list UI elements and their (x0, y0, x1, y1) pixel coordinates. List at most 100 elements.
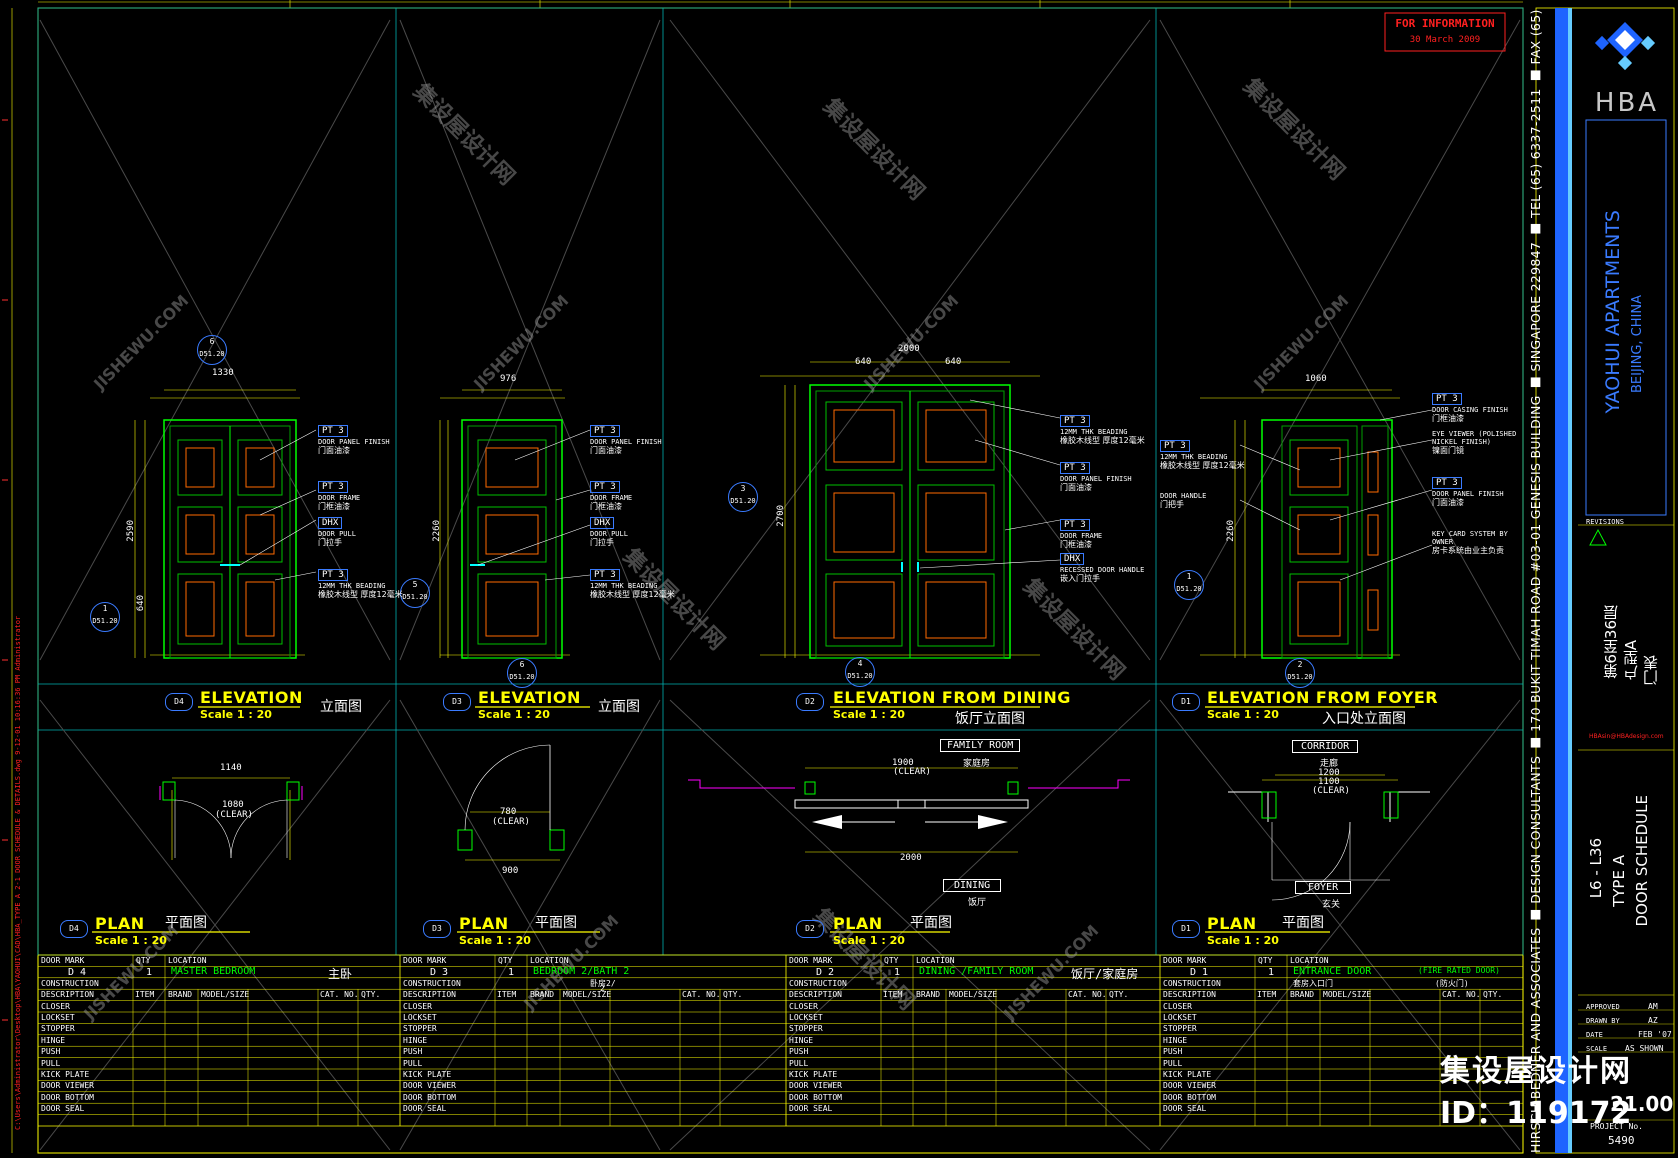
elevation-title-cn: 饭厅立面图 (955, 711, 1025, 727)
note-tag: PT 3 (1432, 393, 1462, 405)
plan-clear-label: (CLEAR) (893, 767, 931, 777)
dim-width: 976 (500, 374, 517, 384)
note-text: DOOR PANEL FINISH (590, 438, 662, 446)
plan-dim-clear: 1100 (1318, 777, 1340, 787)
schedule-header-qty2: QTY. (723, 990, 743, 1000)
schedule-header-cat-no: CAT. NO. (1068, 990, 1107, 1000)
schedule-header-qty2: QTY. (1483, 990, 1503, 1000)
schedule-header-door-mark: DOOR MARK (403, 956, 447, 965)
note-text: DOOR FRAME (318, 494, 361, 502)
plan-mark-badge: D1 (1172, 920, 1200, 938)
note-text-cn: 门框油漆 (1432, 414, 1464, 423)
schedule-item-door-viewer: DOOR VIEWER (403, 1081, 456, 1091)
dim-height: 2260 (1226, 520, 1236, 542)
plan-dim-outer: 900 (502, 866, 519, 876)
schedule-header-qty: QTY (1258, 956, 1273, 965)
hba-logo-icon (1594, 22, 1656, 71)
plan-clear-label: (CLEAR) (1312, 786, 1350, 796)
schedule-item-pull: PULL (41, 1058, 61, 1068)
schedule-qty: 1 (146, 967, 153, 979)
elevation-title: ELEVATION (478, 688, 581, 707)
schedule-header-cat-no: CAT. NO. (1442, 990, 1481, 1000)
schedule-header-door-mark: DOOR MARK (1163, 956, 1207, 965)
elevation-scale: Scale 1 : 20 (478, 708, 550, 721)
schedule-item-closer: CLOSER (789, 1001, 818, 1011)
schedule-item-door-bottom: DOOR BOTTOM (1163, 1092, 1216, 1102)
plan-dim-clear: 1080 (222, 800, 244, 810)
note-tag: DHX (590, 517, 615, 529)
plan-title-cn: 平面图 (165, 915, 207, 931)
schedule-item-door-bottom: DOOR BOTTOM (41, 1092, 94, 1102)
plan-scale: Scale 1 : 20 (833, 934, 905, 947)
plan-mark-badge: D4 (60, 920, 88, 938)
schedule-header-door-mark: DOOR MARK (41, 956, 85, 965)
elev-mark-badge: D2 (796, 693, 824, 711)
project-no: 5490 (1608, 1134, 1635, 1147)
schedule-qty: 1 (508, 967, 515, 979)
elev-mark-badge: D4 (165, 693, 193, 711)
note-text-cn: 门框油漆 (1060, 540, 1092, 549)
schedule-header-qty2: QTY. (361, 990, 381, 1000)
schedule-item-lockset: LOCKSET (789, 1013, 823, 1022)
schedule-item-door-viewer: DOOR VIEWER (1163, 1081, 1216, 1091)
dim-right: 640 (945, 357, 962, 367)
plan-title: PLAN (459, 914, 509, 933)
schedule-item-hinge: HINGE (789, 1035, 814, 1045)
note-text: DOOR PANEL FINISH (1060, 475, 1132, 483)
schedule-header-door-mark: DOOR MARK (789, 956, 833, 965)
elevation-scale: Scale 1 : 20 (1207, 708, 1279, 721)
plan-mark-badge: D3 (423, 920, 451, 938)
schedule-item-kick-plate: KICK PLATE (41, 1070, 90, 1079)
note-tag: PT 3 (590, 481, 620, 493)
schedule-item-door-bottom: DOOR BOTTOM (403, 1092, 456, 1102)
dim-width: 1330 (212, 368, 234, 378)
note-text: DOOR FRAME (1060, 532, 1103, 540)
schedule-item-door-viewer: DOOR VIEWER (41, 1081, 94, 1091)
plan-clear-label: (CLEAR) (492, 817, 530, 827)
dim-width: 1060 (1305, 374, 1327, 384)
note-text-cn: 门面油漆 (590, 446, 622, 455)
schedule-item-hinge: HINGE (1163, 1035, 1188, 1045)
schedule-item-pull: PULL (403, 1058, 423, 1068)
note-text-cn: 门框油漆 (590, 502, 622, 511)
elev-mark-badge: D3 (443, 693, 471, 711)
schedule-item-kick-plate: KICK PLATE (403, 1070, 452, 1079)
plan-title: PLAN (1207, 914, 1257, 933)
note-text-cn: 橡胶木线型 厚度12毫米 (318, 590, 403, 599)
note-tag: PT 3 (318, 425, 348, 437)
drawing-title-cn-2: 户型A (1622, 640, 1640, 681)
schedule-door-mark: D 3 (430, 967, 449, 979)
schedule-item-hinge: HINGE (41, 1035, 66, 1045)
schedule-location: DINING /FAMILY ROOM (919, 966, 1034, 978)
date-label: DATE (1586, 1031, 1603, 1039)
schedule-header-qty: QTY (884, 956, 899, 965)
note-tag: PT 3 (590, 569, 620, 581)
note-text: DOOR PANEL FINISH (1432, 490, 1504, 498)
plan-scale: Scale 1 : 20 (459, 934, 531, 947)
note-text: EYE VIEWER (POLISHED NICKEL FINISH) (1432, 430, 1517, 446)
schedule-qty: 1 (894, 967, 901, 979)
plan-scale: Scale 1 : 20 (1207, 934, 1279, 947)
note-text-cn: 橡胶木线型 厚度12毫米 (1160, 461, 1245, 470)
plan-dim-clear: 780 (500, 807, 517, 817)
note-tag: PT 3 (1060, 519, 1090, 531)
plan-scale: Scale 1 : 20 (95, 934, 167, 947)
schedule-header-item: ITEM (883, 990, 903, 1000)
plan-title-cn: 平面图 (910, 915, 952, 931)
schedule-item-push: PUSH (1163, 1047, 1183, 1057)
elevation-title: ELEVATION FROM DINING (833, 688, 1071, 707)
schedule-header-model: MODEL/SIZE (201, 990, 250, 1000)
approved-value: AM (1648, 1002, 1658, 1011)
note-text: RECESSED DOOR HANDLE (1060, 566, 1145, 574)
room-tag-top-cn: 家庭房 (963, 759, 991, 769)
